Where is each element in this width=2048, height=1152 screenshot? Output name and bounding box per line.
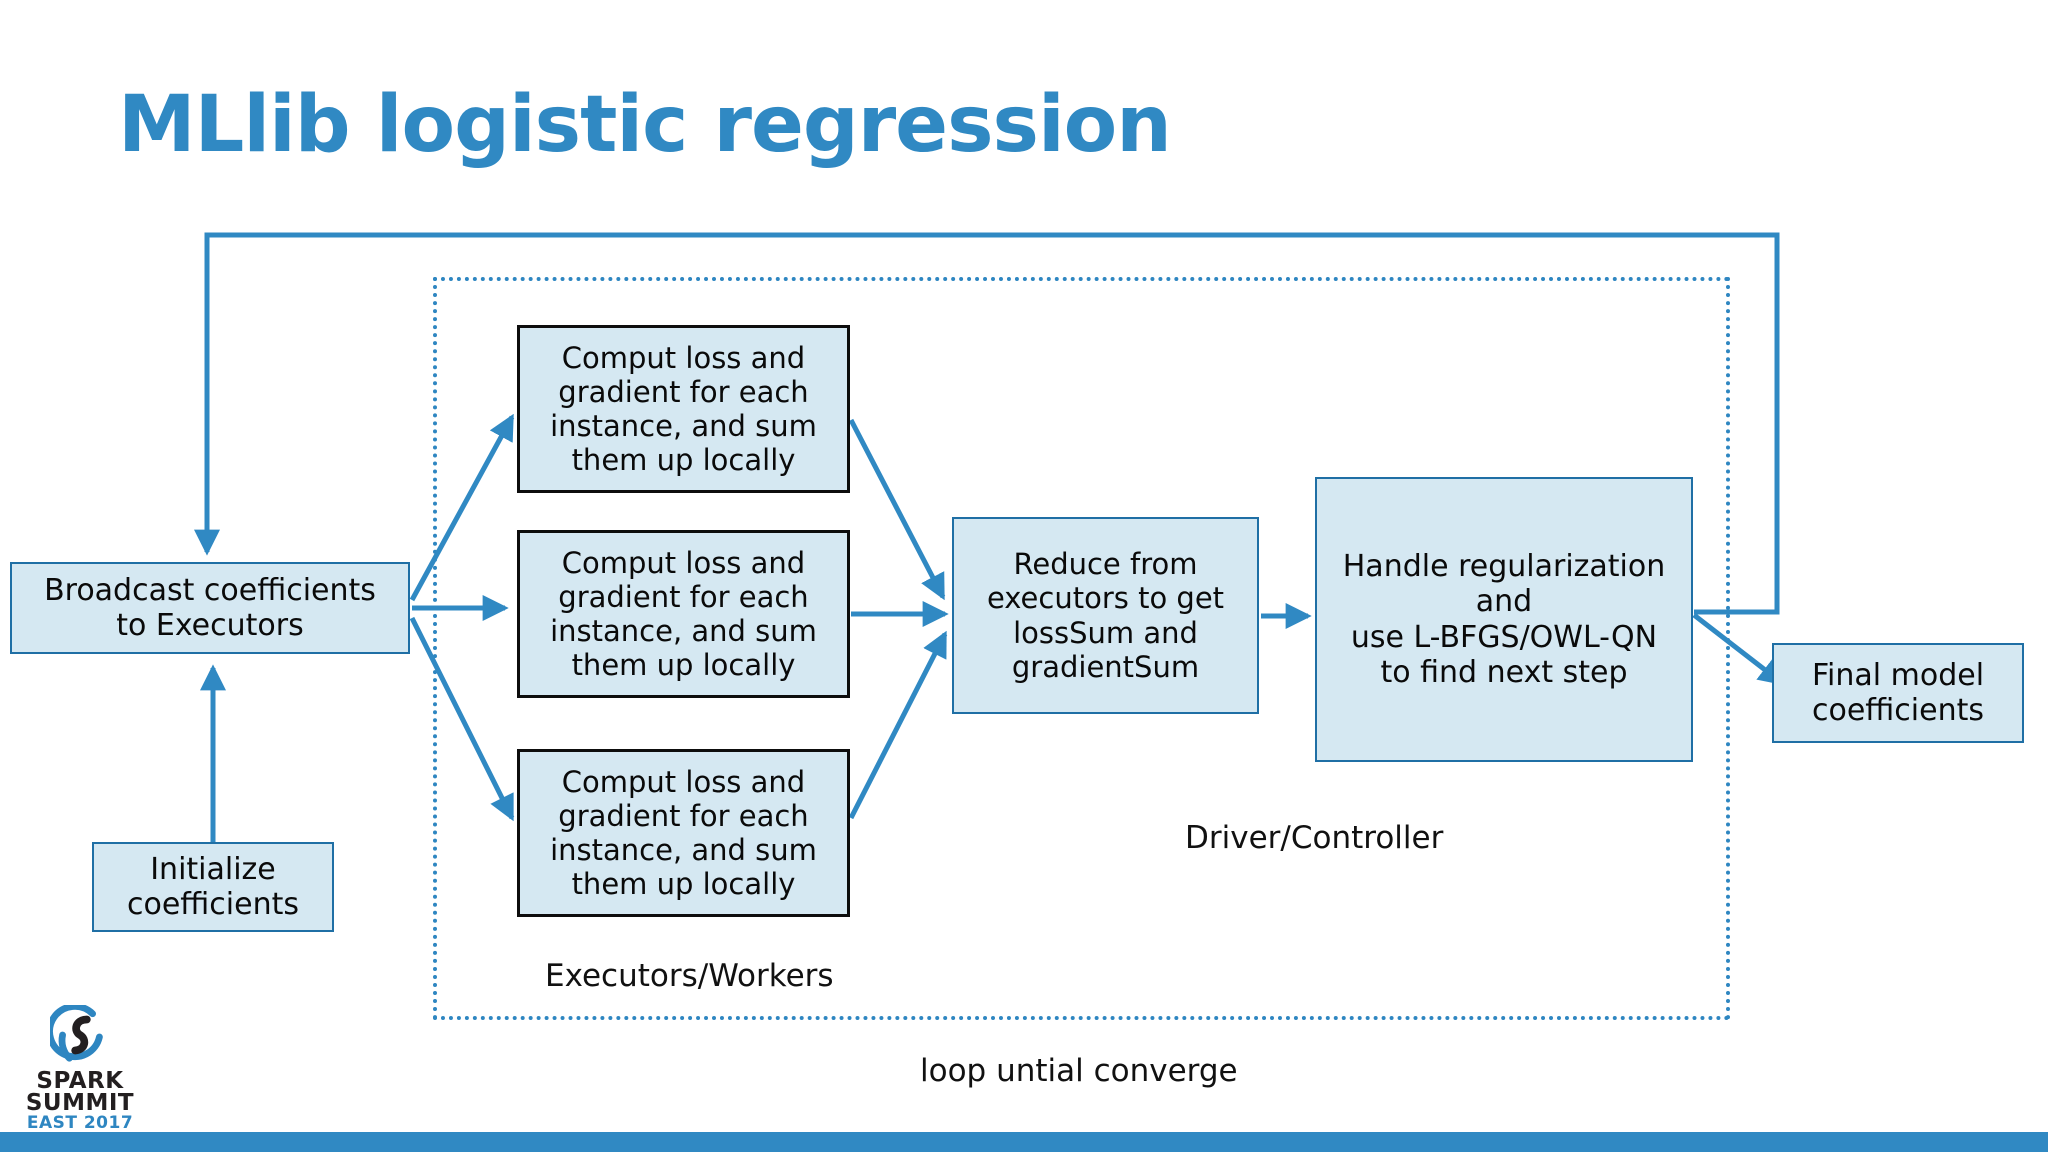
bottom-accent-bar [0, 1132, 2048, 1152]
box-compute1-line4: them up locally [571, 443, 796, 478]
box-reduce-from-executors[interactable]: Reduce from executors to get lossSum and… [952, 517, 1259, 714]
box-initialize-line1: Initialize [150, 851, 276, 887]
box-compute2-line4: them up locally [571, 648, 796, 683]
box-final-model-coefficients[interactable]: Final model coefficients [1772, 643, 2024, 743]
arrow-feedback-loop [194, 232, 1780, 615]
box-final-line1: Final model [1811, 657, 1985, 693]
arrow-handle-to-final [1692, 613, 1785, 686]
box-handle-line2: and [1475, 584, 1533, 620]
box-compute2-line1: Comput loss and [561, 545, 806, 580]
box-compute-loss-gradient-3[interactable]: Comput loss and gradient for each instan… [517, 749, 850, 917]
label-driver-controller: Driver/Controller [1185, 820, 1444, 856]
box-final-line2: coefficients [1811, 693, 1984, 728]
box-handle-regularization[interactable]: Handle regularization and use L-BFGS/OWL… [1315, 477, 1693, 762]
box-compute2-line2: gradient for each [558, 579, 809, 614]
logo-line-summit: SUMMIT [25, 1090, 135, 1116]
box-compute2-line3: instance, and sum [550, 614, 817, 648]
page-title: MLlib logistic regression [118, 80, 1172, 170]
box-handle-line3: use L-BFGS/OWL-QN [1350, 619, 1658, 655]
box-compute-loss-gradient-2[interactable]: Comput loss and gradient for each instan… [517, 530, 850, 698]
box-broadcast-coefficients[interactable]: Broadcast coefficients to Executors [10, 562, 410, 654]
box-compute3-line3: instance, and sum [550, 833, 817, 867]
box-handle-line1: Handle regularization [1342, 548, 1666, 584]
box-compute-loss-gradient-1[interactable]: Comput loss and gradient for each instan… [517, 325, 850, 493]
box-compute1-line2: gradient for each [558, 374, 809, 409]
box-handle-line4: to find next step [1380, 654, 1628, 690]
box-compute3-line1: Comput loss and [561, 764, 806, 799]
spark-summit-logo: SPARK SUMMIT EAST 2017 [20, 1005, 140, 1133]
box-initialize-coefficients[interactable]: Initialize coefficients [92, 842, 334, 932]
box-initialize-line2: coefficients [126, 887, 299, 922]
box-broadcast-line1: Broadcast coefficients [44, 572, 376, 608]
box-reduce-line2: executors to get [986, 581, 1225, 616]
arrow-broadcast-to-compute1 [409, 413, 515, 602]
logo-line-spark: SPARK [36, 1068, 124, 1094]
box-compute1-line1: Comput loss and [561, 340, 806, 375]
spark-swirl-icon [50, 1005, 103, 1062]
box-compute3-line2: gradient for each [558, 798, 809, 833]
box-broadcast-line2: to Executors [116, 608, 304, 643]
box-compute3-line4: them up locally [571, 867, 796, 902]
box-compute1-line3: instance, and sum [550, 409, 817, 443]
box-reduce-line3: lossSum and [1013, 615, 1198, 650]
arrow-compute1-to-reduce [848, 418, 946, 601]
box-reduce-line1: Reduce from [1013, 547, 1198, 582]
label-loop-until-converge: loop untial converge [920, 1053, 1238, 1089]
loop-region-boundary [433, 277, 1730, 1020]
arrow-broadcast-to-compute3 [409, 616, 515, 822]
label-executors-workers: Executors/Workers [545, 958, 834, 994]
box-reduce-line4: gradientSum [1011, 649, 1200, 684]
arrow-compute3-to-reduce [848, 630, 948, 820]
logo-line-east-2017: EAST 2017 [26, 1113, 134, 1133]
